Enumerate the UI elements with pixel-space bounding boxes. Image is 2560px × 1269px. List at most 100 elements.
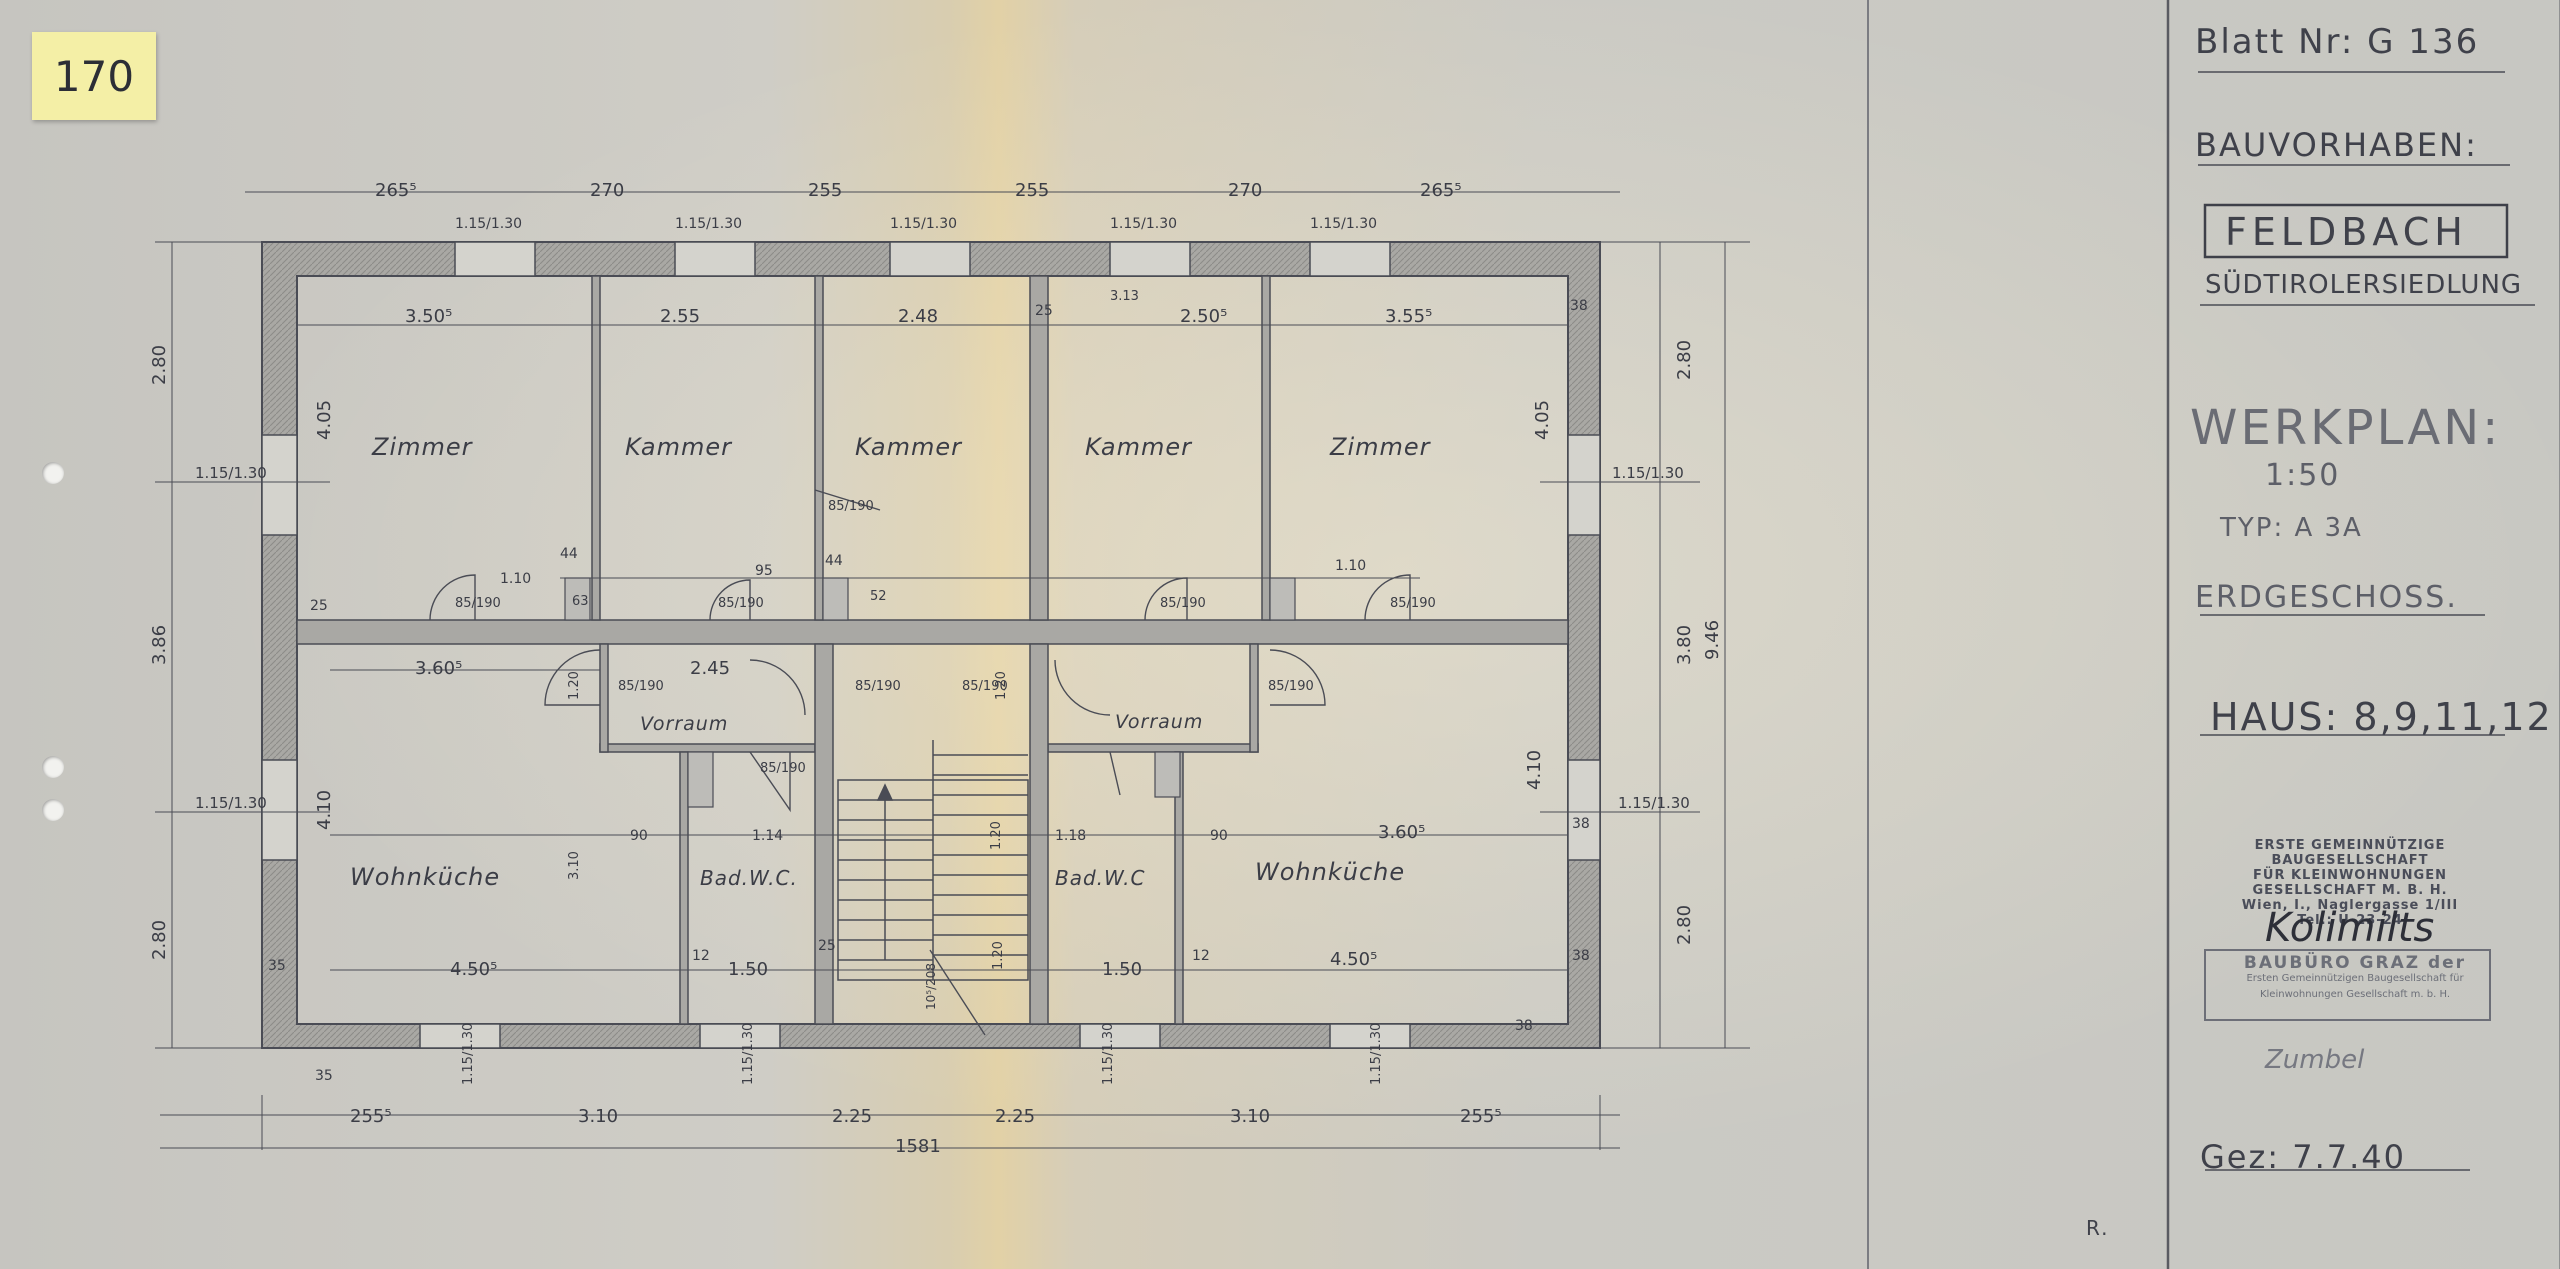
stamp-line: ERSTE GEMEINNÜTZIGE BAUGESELLSCHAFT: [2254, 838, 2446, 868]
dim-right: 2.80: [1674, 905, 1695, 945]
dim-top: 265⁵: [375, 180, 417, 201]
dim-room-width: 2.50⁵: [1180, 306, 1227, 327]
dim-mid: 4.50⁵: [450, 959, 497, 980]
dim-mid: 4.50⁵: [1330, 949, 1377, 970]
dim-window: 1.15/1.30: [1110, 216, 1177, 232]
dim-bottom-total: 1581: [895, 1136, 941, 1157]
dim-misc: 1.20: [567, 671, 582, 700]
room-label-bad-right: Bad.W.C: [1055, 866, 1146, 890]
corner-mark: R.: [2086, 1216, 2110, 1240]
dim-window-bottom: 1.15/1.30: [461, 1023, 476, 1085]
dim-mid: 3.60⁵: [415, 658, 462, 679]
dim-misc: 35: [315, 1068, 333, 1084]
room-label-vorraum-right: Vorraum: [1115, 711, 1203, 733]
project-label: BAUVORHABEN:: [2195, 126, 2478, 164]
door-swings: [429, 489, 1411, 1036]
dim-misc: 1.18: [1055, 828, 1086, 844]
dim-misc: 95: [755, 563, 773, 579]
stamp-line: Tel.: U-23-24: [2297, 913, 2403, 928]
dim-misc: 44: [560, 546, 578, 562]
dim-door: 85/190: [962, 679, 1008, 694]
dim-misc: 3.13: [1110, 289, 1139, 304]
dim-window-right: 1.15/1.30: [1612, 464, 1684, 482]
room-label-wohnkueche-left: Wohnküche: [350, 863, 500, 891]
sheet-number: Blatt Nr: G 136: [2195, 22, 2480, 62]
dim-mid: 2.45: [690, 658, 730, 679]
dim-room-width: 2.48: [898, 306, 938, 327]
dim-window-bottom: 1.15/1.30: [741, 1023, 756, 1085]
dim-misc: 63: [572, 594, 589, 609]
dim-misc: 1.10: [500, 571, 531, 587]
dim-misc: 1.14: [752, 828, 783, 844]
dim-mid: 1.50: [1102, 959, 1142, 980]
dim-window-bottom: 1.15/1.30: [1101, 1023, 1116, 1085]
room-label-kammer-1: Kammer: [625, 433, 733, 461]
dim-bottom: 2.25: [995, 1106, 1035, 1127]
room-label-kammer-2: Kammer: [855, 433, 963, 461]
company-stamp: ERSTE GEMEINNÜTZIGE BAUGESELLSCHAFT FÜR …: [2200, 838, 2500, 928]
dim-right: 3.80: [1674, 625, 1695, 665]
dim-window: 1.15/1.30: [455, 216, 522, 232]
dim-misc: 1.20: [991, 941, 1006, 970]
house-numbers: HAUS: 8,9,11,12: [2210, 695, 2553, 739]
stamp-line: GESELLSCHAFT M. B. H.: [2252, 883, 2448, 898]
dim-right-total: 9.46: [1702, 620, 1723, 660]
room-labels: Zimmer Kammer Kammer Kammer Zimmer Vorra…: [350, 433, 1431, 891]
stamp-line: Ersten Gemeinnützigen Baugesellschaft fü…: [2246, 973, 2464, 984]
punch-hole: [42, 756, 64, 778]
dim-misc: 25: [818, 938, 836, 954]
room-label-zimmer-left: Zimmer: [371, 433, 474, 461]
dim-misc: 3.10: [567, 851, 582, 880]
dim-room-width: 3.55⁵: [1385, 306, 1432, 327]
dim-top: 270: [1228, 180, 1262, 201]
dim-top: 255: [1015, 180, 1049, 201]
dim-door: 85/190: [718, 596, 764, 611]
dim-door: 85/190: [455, 596, 501, 611]
building-type: TYP: A 3A: [2220, 513, 2363, 543]
dim-door: 85/190: [618, 679, 664, 694]
dim-door: 85/190: [760, 761, 806, 776]
dim-height: 4.05: [1532, 400, 1553, 440]
dim-left: 3.86: [149, 625, 170, 665]
room-label-kammer-3: Kammer: [1085, 433, 1193, 461]
sticky-note: 170: [32, 32, 156, 120]
dim-mid: 1.50: [728, 959, 768, 980]
dim-misc: 1.20: [989, 821, 1004, 850]
stamp-line: Wien, I., Naglergasse 1/III: [2241, 898, 2459, 913]
office-signature: Zumbel: [2265, 1045, 2365, 1075]
dim-door: 85/190: [1160, 596, 1206, 611]
dim-misc: 38: [1570, 298, 1588, 314]
dim-door: 85/190: [828, 499, 874, 514]
floor-plan: Zimmer Kammer Kammer Kammer Zimmer Vorra…: [149, 180, 1750, 1157]
plan-scale: 1:50: [2265, 458, 2341, 493]
chimneys: [564, 577, 1296, 808]
signature: Kolimilts: [2265, 905, 2435, 951]
dim-door: 85/190: [1390, 596, 1436, 611]
dim-misc: 10⁵/208: [924, 963, 938, 1010]
dim-misc: 25: [310, 598, 328, 614]
stamp-line: BAUBÜRO GRAZ der: [2243, 953, 2467, 973]
dim-misc: 25: [1035, 303, 1053, 319]
room-label-wohnkueche-right: Wohnküche: [1255, 858, 1405, 886]
dim-mid: 3.60⁵: [1378, 822, 1425, 843]
dim-bottom: 3.10: [1230, 1106, 1270, 1127]
project-settlement: SÜDTIROLERSIEDLUNG: [2205, 270, 2523, 300]
dim-top: 255: [808, 180, 842, 201]
dimension-labels: 265⁵ 270 255 255 270 265⁵ 1.15/1.30 1.15…: [149, 180, 1723, 1157]
dim-height: 4.10: [314, 790, 335, 830]
dim-left: 2.80: [149, 920, 170, 960]
windows: [261, 241, 1601, 1049]
stamp-line: Kleinwohnungen Gesellschaft m. b. H.: [2259, 989, 2451, 1000]
dim-bottom: 255⁵: [350, 1106, 392, 1127]
dim-bottom: 255⁵: [1460, 1106, 1502, 1127]
plan-type: WERKPLAN:: [2190, 400, 2502, 456]
interior-walls: [296, 275, 1569, 1025]
dim-window-left: 1.15/1.30: [195, 464, 267, 482]
dim-room-width: 2.55: [660, 306, 700, 327]
dim-misc: 44: [825, 553, 843, 569]
project-location: FELDBACH: [2225, 210, 2468, 254]
dim-window-bottom: 1.15/1.30: [1369, 1023, 1384, 1085]
dim-misc: 90: [1210, 828, 1228, 844]
dim-top: 265⁵: [1420, 180, 1462, 201]
